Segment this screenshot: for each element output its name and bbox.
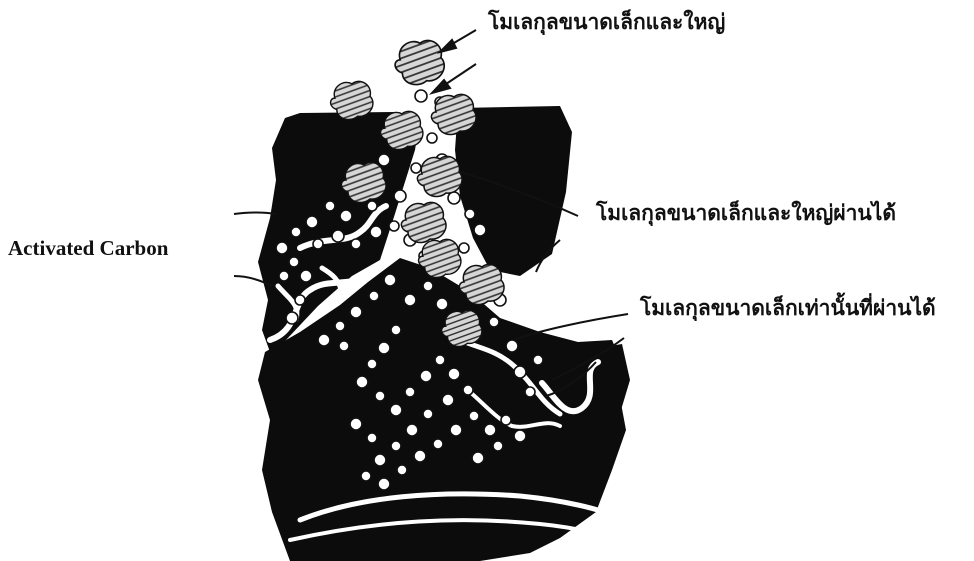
leader-left-1 bbox=[234, 213, 276, 215]
arrow-top-1-head bbox=[440, 40, 456, 52]
carbon-block-right bbox=[455, 106, 572, 276]
